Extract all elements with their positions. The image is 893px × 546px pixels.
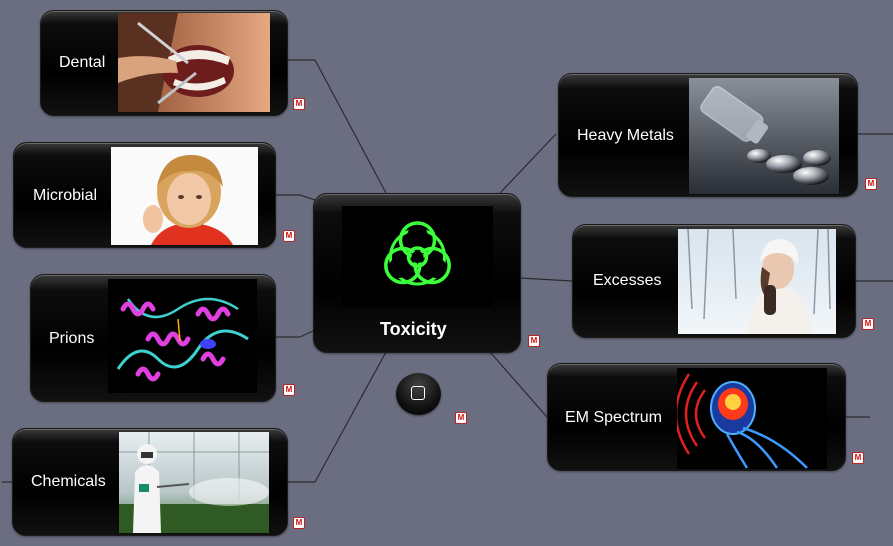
node-chemicals[interactable]: Chemicals bbox=[12, 428, 288, 536]
node-heavy-metals[interactable]: Heavy Metals bbox=[558, 73, 858, 197]
node-excesses-label: Excesses bbox=[593, 272, 662, 289]
node-microbial[interactable]: Microbial bbox=[13, 142, 276, 248]
center-node-toxicity[interactable]: Toxicity bbox=[313, 193, 521, 353]
note-icon[interactable]: M bbox=[283, 384, 295, 396]
square-icon bbox=[411, 386, 425, 400]
node-chemicals-label: Chemicals bbox=[31, 473, 106, 490]
protein-structure-image bbox=[108, 279, 257, 393]
node-excesses[interactable]: Excesses bbox=[572, 224, 856, 338]
node-prions[interactable]: Prions bbox=[30, 274, 276, 402]
coughing-child-photo bbox=[111, 147, 258, 245]
note-icon[interactable]: M bbox=[293, 517, 305, 529]
node-dental-label: Dental bbox=[59, 54, 106, 71]
node-heavy-metals-label: Heavy Metals bbox=[577, 127, 674, 144]
note-icon[interactable]: M bbox=[283, 230, 295, 242]
xray-head-radiation-image bbox=[677, 368, 827, 469]
node-dental[interactable]: Dental bbox=[40, 10, 288, 116]
woman-in-snow-photo bbox=[678, 229, 836, 334]
note-icon[interactable]: M bbox=[293, 98, 305, 110]
note-icon[interactable]: M bbox=[862, 318, 874, 330]
empty-topic-node[interactable] bbox=[396, 373, 441, 415]
note-icon[interactable]: M bbox=[455, 412, 467, 424]
node-em-spectrum-label: EM Spectrum bbox=[565, 409, 662, 426]
node-prions-label: Prions bbox=[49, 330, 95, 347]
node-em-spectrum[interactable]: EM Spectrum bbox=[547, 363, 846, 471]
center-title: Toxicity bbox=[380, 319, 447, 339]
dental-photo bbox=[118, 13, 270, 112]
crop-spraying-photo bbox=[119, 432, 269, 533]
node-microbial-label: Microbial bbox=[33, 187, 98, 204]
biohazard-icon bbox=[342, 206, 493, 307]
note-icon[interactable]: M bbox=[865, 178, 877, 190]
note-icon[interactable]: M bbox=[528, 335, 540, 347]
note-icon[interactable]: M bbox=[852, 452, 864, 464]
mercury-vial-photo bbox=[689, 78, 839, 194]
